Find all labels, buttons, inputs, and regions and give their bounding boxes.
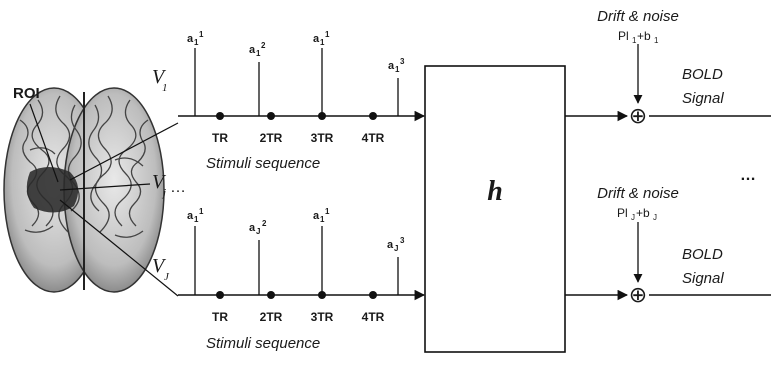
bottom-output: ⊕ Drift & noise Pl J +b J BOLD Signal [565, 185, 771, 307]
svg-text:1: 1 [320, 38, 325, 47]
svg-text:+b: +b [636, 206, 650, 220]
top-drift-title: Drift & noise [597, 8, 679, 25]
top-tick-dot-4 [369, 112, 377, 120]
svg-text:1: 1 [199, 207, 204, 216]
svg-text:a: a [249, 44, 256, 56]
svg-text:+b: +b [637, 29, 651, 43]
roi-label: ROI [13, 85, 40, 102]
top-tick-dot-1 [216, 112, 224, 120]
svg-text:a: a [388, 60, 395, 72]
bottom-tick-label-4: 4TR [362, 310, 385, 324]
bottom-amp-label-4: a J 3 [387, 236, 405, 253]
outputs-ellipsis: … [740, 167, 756, 184]
top-stimuli-caption: Stimuli sequence [206, 155, 320, 172]
bottom-amp-label-3: a 1 1 [313, 207, 330, 224]
top-tick-label-3: 3TR [311, 131, 334, 145]
svg-text:a: a [313, 210, 320, 222]
top-amp-label-2: a 1 2 [249, 41, 266, 58]
svg-text:J: J [164, 271, 170, 283]
voxel-label-v1: V 1 [152, 66, 168, 94]
bottom-drift-title: Drift & noise [597, 185, 679, 202]
svg-text:3: 3 [400, 57, 405, 66]
bottom-amp-label-1: a 1 1 [187, 207, 204, 224]
svg-text:Pl: Pl [617, 206, 628, 220]
top-amp-label-3: a 1 1 [313, 30, 330, 47]
svg-text:a: a [187, 210, 194, 222]
voxel-ellipsis: … [170, 179, 186, 196]
top-tick-label-2: 2TR [260, 131, 283, 145]
svg-text:1: 1 [395, 65, 400, 74]
svg-text:J: J [631, 213, 635, 222]
svg-text:1: 1 [256, 49, 261, 58]
svg-text:1: 1 [194, 215, 199, 224]
svg-text:3: 3 [400, 236, 405, 245]
svg-text:1: 1 [325, 207, 330, 216]
top-amp-label-1: a 1 1 [187, 30, 204, 47]
svg-text:J: J [256, 227, 260, 236]
bottom-bold-label-line2: Signal [682, 270, 724, 287]
bottom-tick-label-2: 2TR [260, 310, 283, 324]
top-output: ⊕ Drift & noise Pl 1 +b 1 BOLD Signal [565, 8, 771, 128]
top-tick-label-1: TR [212, 131, 228, 145]
bottom-tick-dot-4 [369, 291, 377, 299]
svg-text:1: 1 [654, 36, 659, 45]
top-drift-formula: Pl 1 +b 1 [618, 29, 659, 45]
voxel-label-vJ: V J [152, 255, 170, 283]
right-hemisphere [64, 88, 164, 292]
bottom-stimuli-sequence: a 1 1 a J 2 a 1 1 a J 3 TR 2TR 3TR 4TR S… [178, 207, 424, 352]
top-tick-dot-2 [267, 112, 275, 120]
h-system-box [425, 66, 565, 352]
svg-text:a: a [187, 33, 194, 45]
svg-text:a: a [313, 33, 320, 45]
bottom-tick-dot-2 [267, 291, 275, 299]
top-adder-symbol: ⊕ [629, 103, 647, 128]
h-label: h [487, 176, 503, 207]
bottom-tick-dot-1 [216, 291, 224, 299]
top-bold-label-line1: BOLD [682, 66, 723, 83]
top-tick-label-4: 4TR [362, 131, 385, 145]
svg-text:1: 1 [325, 30, 330, 39]
bottom-amp-label-2: a J 2 [249, 219, 267, 236]
svg-text:a: a [387, 239, 394, 251]
bottom-tick-label-1: TR [212, 310, 228, 324]
bottom-adder-symbol: ⊕ [629, 282, 647, 307]
svg-text:a: a [249, 222, 256, 234]
svg-text:1: 1 [199, 30, 204, 39]
svg-text:Pl: Pl [618, 29, 629, 43]
top-bold-label-line2: Signal [682, 90, 724, 107]
brain-image [4, 88, 164, 292]
bottom-tick-dot-3 [318, 291, 326, 299]
svg-text:J: J [394, 244, 398, 253]
svg-text:2: 2 [261, 41, 266, 50]
bottom-tick-label-3: 3TR [311, 310, 334, 324]
svg-text:1: 1 [194, 38, 199, 47]
svg-text:J: J [653, 213, 657, 222]
svg-text:2: 2 [262, 219, 267, 228]
top-tick-dot-3 [318, 112, 326, 120]
top-stimuli-sequence: a 1 1 a 1 2 a 1 1 a 1 3 TR 2TR 3TR 4TR S… [178, 30, 424, 172]
svg-text:1: 1 [162, 82, 168, 94]
bottom-drift-formula: Pl J +b J [617, 206, 657, 222]
bottom-stimuli-caption: Stimuli sequence [206, 335, 320, 352]
bottom-bold-label-line1: BOLD [682, 246, 723, 263]
svg-text:1: 1 [320, 215, 325, 224]
top-amp-label-4: a 1 3 [388, 57, 405, 74]
